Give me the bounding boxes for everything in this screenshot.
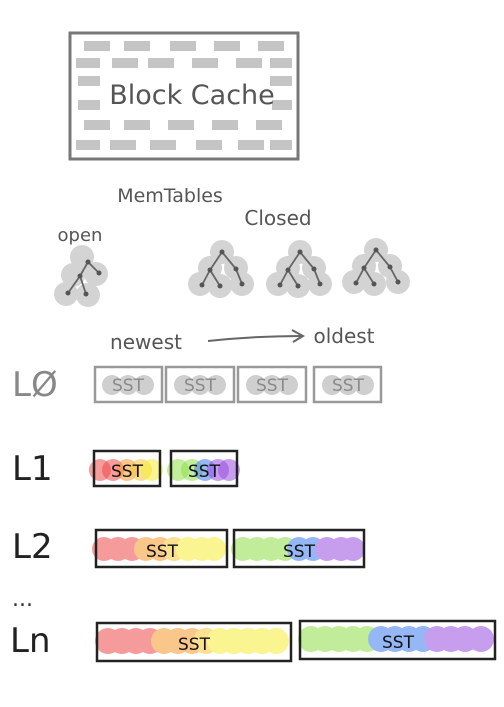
- level-label-l1: L1: [12, 449, 53, 489]
- sst-label: SST: [178, 635, 211, 655]
- sst-label: SST: [112, 376, 145, 396]
- sst-label: SST: [188, 462, 221, 482]
- sst-l2-2: SST: [231, 528, 366, 569]
- sst-label: SST: [283, 542, 316, 562]
- level-label-l0: LØ: [12, 365, 58, 405]
- level-l0-ssts: SST SST SST SST: [93, 365, 383, 404]
- sst-l0-4: SST: [312, 365, 383, 404]
- block-cache: Block Cache: [68, 31, 300, 161]
- sst-label: SST: [146, 542, 179, 562]
- level-l1-ssts: SST SST: [89, 449, 240, 488]
- block-cache-bricks: [76, 41, 292, 150]
- sst-l0-1: SST: [93, 365, 164, 404]
- sst-label: SST: [332, 376, 365, 396]
- level-l2-ssts: SST SST: [92, 528, 366, 569]
- sst-l1-1: SST: [89, 449, 163, 488]
- sst-label: SST: [184, 376, 217, 396]
- sst-l2-1: SST: [92, 528, 229, 569]
- memtable-open-label: open: [58, 225, 103, 246]
- sst-label: SST: [382, 633, 415, 653]
- memtable-closed-label: Closed: [244, 206, 311, 230]
- level-label-l2: L2: [12, 527, 53, 567]
- memtable-closed-tree-1: [188, 240, 254, 298]
- level-ln-ssts: SST SST: [95, 619, 497, 663]
- level-label-ellipsis: ...: [12, 587, 33, 612]
- block-cache-label: Block Cache: [109, 80, 275, 111]
- newest-to-oldest-arrow: [207, 329, 306, 343]
- oldest-label: oldest: [313, 324, 374, 348]
- level-label-ln: Ln: [10, 621, 51, 661]
- sst-l1-2: SST: [167, 449, 240, 488]
- newest-label: newest: [110, 330, 182, 354]
- sst-label: SST: [111, 462, 144, 482]
- memtable-closed-tree-2: [266, 240, 332, 298]
- memtable-closed-tree-3: [342, 238, 410, 296]
- sst-label: SST: [256, 376, 289, 396]
- sst-l0-2: SST: [164, 365, 236, 404]
- sst-ln-2: SST: [298, 619, 497, 661]
- memtable-open-tree: [54, 245, 108, 307]
- memtables-title: MemTables: [117, 185, 223, 207]
- sst-l0-3: SST: [236, 365, 308, 404]
- sst-ln-1: SST: [95, 621, 293, 663]
- block-cache-frame: [68, 31, 300, 161]
